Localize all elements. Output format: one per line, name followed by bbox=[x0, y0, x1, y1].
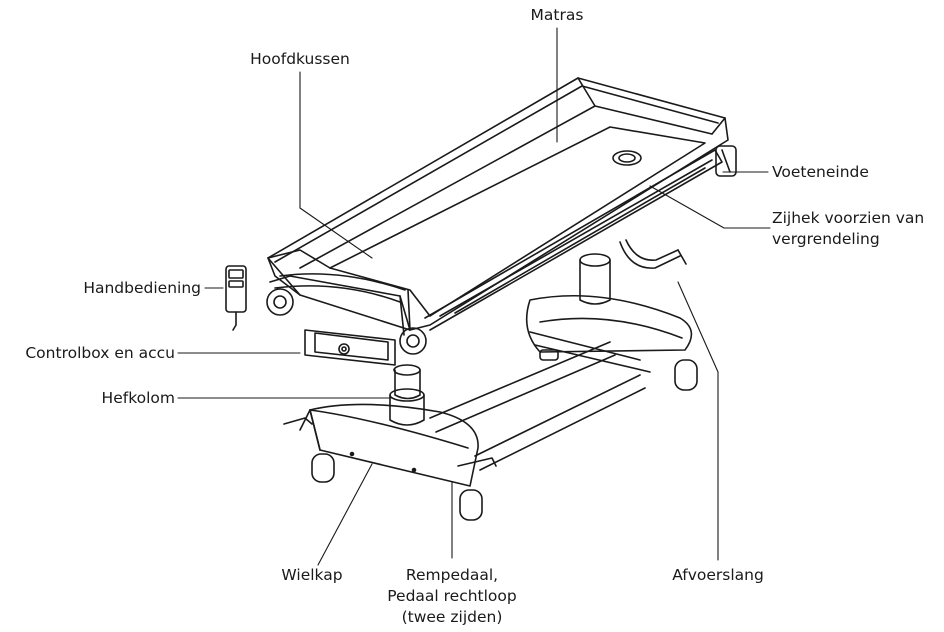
leader-lines bbox=[177, 27, 771, 566]
hand-control-device bbox=[225, 265, 247, 331]
lift-column-back bbox=[579, 253, 611, 305]
side-rail bbox=[424, 149, 723, 331]
label-wielkap: Wielkap bbox=[281, 566, 343, 584]
control-box bbox=[304, 329, 396, 366]
label-zijhek-line2: vergrendeling bbox=[772, 230, 880, 248]
tub-outline bbox=[267, 77, 729, 331]
label-rempedaal-line2: Pedaal rechtloop bbox=[387, 587, 517, 605]
label-hoofdkussen: Hoofdkussen bbox=[250, 50, 350, 68]
label-zijhek-line1: Zijhek voorzien van bbox=[772, 209, 925, 227]
label-hefkolom: Hefkolom bbox=[101, 389, 175, 407]
label-afvoerslang: Afvoerslang bbox=[672, 566, 764, 584]
label-controlbox: Controlbox en accu bbox=[25, 344, 175, 362]
foot-end-bracket bbox=[715, 145, 737, 177]
lift-column-front bbox=[389, 364, 425, 426]
head-end-rail bbox=[266, 273, 427, 355]
drain-icon bbox=[612, 150, 642, 166]
head-cushion bbox=[267, 249, 331, 296]
chassis-frame bbox=[429, 331, 651, 471]
brake-pedal-icon bbox=[283, 417, 497, 467]
label-voeteneinde: Voeteneinde bbox=[772, 163, 869, 181]
label-handbediening: Handbediening bbox=[83, 279, 201, 297]
castor-wheels bbox=[311, 349, 698, 521]
label-rempedaal-line1: Rempedaal, bbox=[405, 566, 499, 584]
label-matras: Matras bbox=[530, 6, 584, 24]
label-rempedaal-line3: (twee zijden) bbox=[401, 608, 503, 626]
drain-hose bbox=[619, 239, 687, 269]
front-wheel-cover bbox=[299, 403, 479, 487]
back-base bbox=[525, 294, 693, 353]
